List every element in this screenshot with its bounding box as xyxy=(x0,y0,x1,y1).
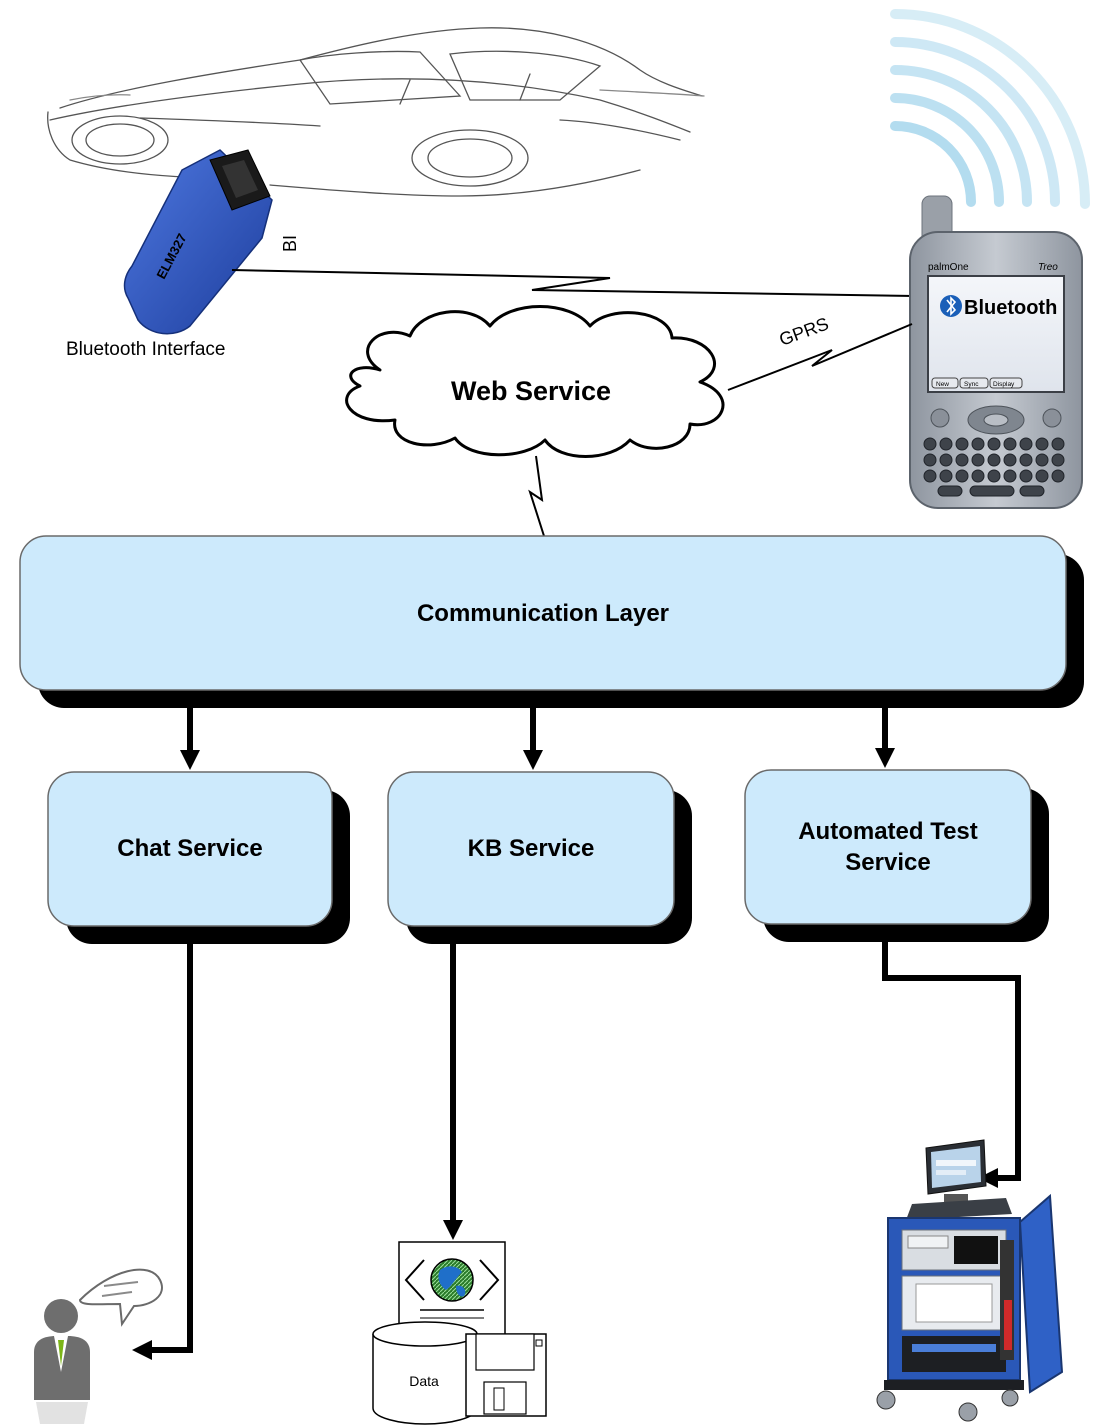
diagnostic-test-station-icon xyxy=(876,1139,1064,1422)
wireless-signal-icon xyxy=(890,9,1090,209)
communication-layer-label: Communication Layer xyxy=(417,600,669,627)
chat-service-label: Chat Service xyxy=(117,835,262,862)
bi-label: BI xyxy=(280,235,300,252)
floppy-disk-icon xyxy=(465,1333,547,1417)
lower-arrowheads xyxy=(132,1168,998,1360)
soft-key-sync: Sync xyxy=(964,381,979,388)
cloud-icon: Web Service xyxy=(345,305,725,458)
smartphone-icon: palmOne Treo Bluetooth New Sync Display xyxy=(909,195,1083,509)
chat-service-box: Chat Service xyxy=(47,771,350,944)
web-document-globe-icon xyxy=(398,1241,506,1337)
obd-bluetooth-dongle-icon: ELM327 xyxy=(123,149,273,335)
web-service-label: Web Service xyxy=(451,376,611,406)
communication-layer-box: Communication Layer xyxy=(19,535,1084,708)
bluetooth-link xyxy=(231,269,915,297)
phone-brand: palmOne xyxy=(928,262,969,273)
soft-key-new: New xyxy=(936,381,949,388)
car-sketch-icon xyxy=(47,27,705,197)
kb-service-box: KB Service xyxy=(387,771,692,944)
phone-soft-keys: New Sync Display xyxy=(931,377,1023,389)
kb-service-label: KB Service xyxy=(468,835,595,862)
phone-bluetooth-text: Bluetooth xyxy=(964,297,1057,319)
service-arrows xyxy=(180,708,895,770)
database-icon: Data xyxy=(372,1321,478,1425)
automated-test-label-line1: Automated Test xyxy=(798,818,978,845)
phone-model: Treo xyxy=(1038,262,1058,273)
web-service-to-communication-link xyxy=(528,455,545,537)
data-label: Data xyxy=(409,1373,439,1389)
phone-keypad xyxy=(923,437,1065,497)
soft-key-display: Display xyxy=(993,381,1015,388)
lower-connectors xyxy=(150,942,1021,1353)
automated-test-label-line2: Service xyxy=(845,849,930,876)
automated-test-service-box: Automated Test Service xyxy=(744,769,1049,942)
bluetooth-interface-label: Bluetooth Interface xyxy=(66,339,226,360)
gprs-label: GPRS xyxy=(777,314,832,350)
gprs-link xyxy=(727,323,913,391)
support-agent-icon xyxy=(34,1268,163,1424)
